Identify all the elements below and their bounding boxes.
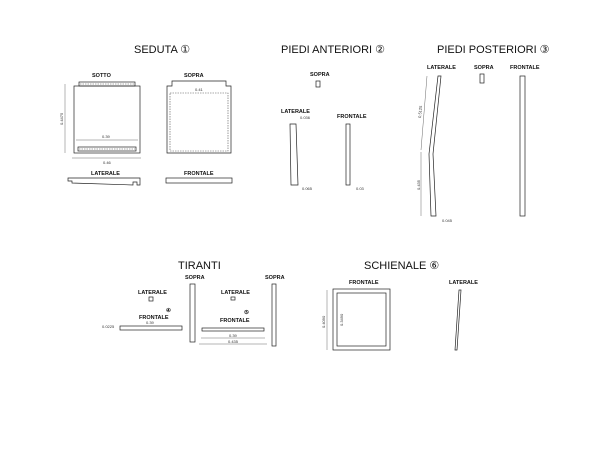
seduta-sopra-label: SOPRA — [184, 73, 204, 79]
schienale-laterale-view — [454, 289, 462, 351]
tiranti-sopra-2-label: SOPRA — [265, 275, 285, 281]
tiranti-laterale-2-label: LATERALE — [221, 290, 250, 296]
schienale-dim-outer: 0.4090 — [321, 315, 326, 328]
seduta-section: SEDUTA ① SOTTO SOPRA 0.39 0.46 0.4475 0.… — [59, 44, 233, 186]
tiranti-frontale-2-view — [201, 327, 265, 332]
piedi-anteriori-frontale-view — [345, 123, 351, 186]
seduta-dim-height: 0.4475 — [59, 112, 64, 125]
seduta-dim-width: 0.46 — [103, 160, 112, 165]
piedi-anteriori-dim-bottom: 0.065 — [302, 186, 313, 191]
piedi-anteriori-dim-top: 0.036 — [300, 115, 311, 120]
tiranti-sopra-2-view — [271, 283, 277, 347]
tiranti-dim-side: 0.0225 — [102, 324, 115, 329]
schienale-dim-inner: 0.3490 — [339, 313, 344, 326]
tiranti-laterale-1-view — [148, 296, 154, 302]
schienale-laterale-label: LATERALE — [449, 280, 478, 286]
piedi-anteriori-title: PIEDI ANTERIORI ② — [281, 44, 385, 56]
tiranti-section: TIRANTI SOPRA LATERALE ④ FRONTALE 0.39 0… — [102, 260, 285, 347]
seduta-dim-top: 0.41 — [195, 87, 204, 92]
tiranti-laterale-1-label: LATERALE — [138, 290, 167, 296]
piedi-posteriori-dim-lower: 0.435 — [416, 179, 421, 190]
tiranti-title: TIRANTI — [178, 260, 221, 272]
seduta-frontale-view — [165, 177, 233, 184]
tiranti-sopra-1-label: SOPRA — [185, 275, 205, 281]
piedi-posteriori-sopra-label: SOPRA — [474, 65, 494, 71]
tiranti-dim-len-2a: 0.39 — [229, 333, 238, 338]
seduta-laterale-view — [67, 177, 141, 186]
schienale-title: SCHIENALE ⑥ — [364, 260, 439, 272]
piedi-posteriori-laterale-label: LATERALE — [427, 65, 456, 71]
piedi-posteriori-dim-upper: 0.5125 — [417, 105, 423, 118]
seduta-dim-inner: 0.39 — [102, 134, 111, 139]
tiranti-mark-2: ⑤ — [244, 309, 250, 316]
tiranti-dim-len-1: 0.39 — [146, 320, 155, 325]
piedi-anteriori-laterale-view — [289, 123, 299, 186]
piedi-anteriori-sopra-view — [315, 80, 321, 88]
piedi-anteriori-laterale-label: LATERALE — [281, 109, 310, 115]
piedi-anteriori-sopra-label: SOPRA — [310, 72, 330, 78]
tiranti-mark-1: ④ — [166, 307, 172, 314]
piedi-posteriori-laterale-view — [428, 75, 442, 217]
tiranti-laterale-2-view — [230, 296, 236, 301]
seduta-sotto-label: SOTTO — [92, 73, 112, 79]
seduta-title: SEDUTA ① — [134, 44, 190, 56]
tiranti-frontale-1-view — [119, 325, 183, 331]
seduta-sopra-view — [166, 80, 232, 154]
piedi-posteriori-sopra-view — [479, 73, 485, 84]
piedi-posteriori-section: PIEDI POSTERIORI ③ LATERALE SOPRA FRONTA… — [416, 44, 550, 223]
schienale-frontale-label: FRONTALE — [349, 280, 379, 286]
piedi-posteriori-frontale-view — [519, 75, 526, 217]
piedi-anteriori-section: PIEDI ANTERIORI ② SOPRA LATERALE 0.036 0… — [281, 44, 385, 191]
schienale-frontale-view — [332, 288, 391, 351]
piedi-anteriori-dim-front: 0.03 — [356, 186, 365, 191]
piedi-anteriori-frontale-label: FRONTALE — [337, 114, 367, 120]
piedi-posteriori-frontale-label: FRONTALE — [510, 65, 540, 71]
piedi-posteriori-title: PIEDI POSTERIORI ③ — [437, 44, 550, 56]
tiranti-frontale-2-label: FRONTALE — [220, 318, 250, 324]
tiranti-frontale-1-label: FRONTALE — [139, 315, 169, 321]
seduta-frontale-label: FRONTALE — [184, 171, 214, 177]
tiranti-dim-len-2b: 0.435 — [228, 339, 239, 344]
piedi-posteriori-dim-bottom: 0.045 — [442, 218, 453, 223]
seduta-laterale-label: LATERALE — [91, 171, 120, 177]
seduta-sotto-view — [64, 81, 141, 159]
tiranti-sopra-1-view — [189, 283, 196, 343]
schienale-section: SCHIENALE ⑥ FRONTALE 0.4090 0.3490 LATER… — [321, 260, 478, 351]
